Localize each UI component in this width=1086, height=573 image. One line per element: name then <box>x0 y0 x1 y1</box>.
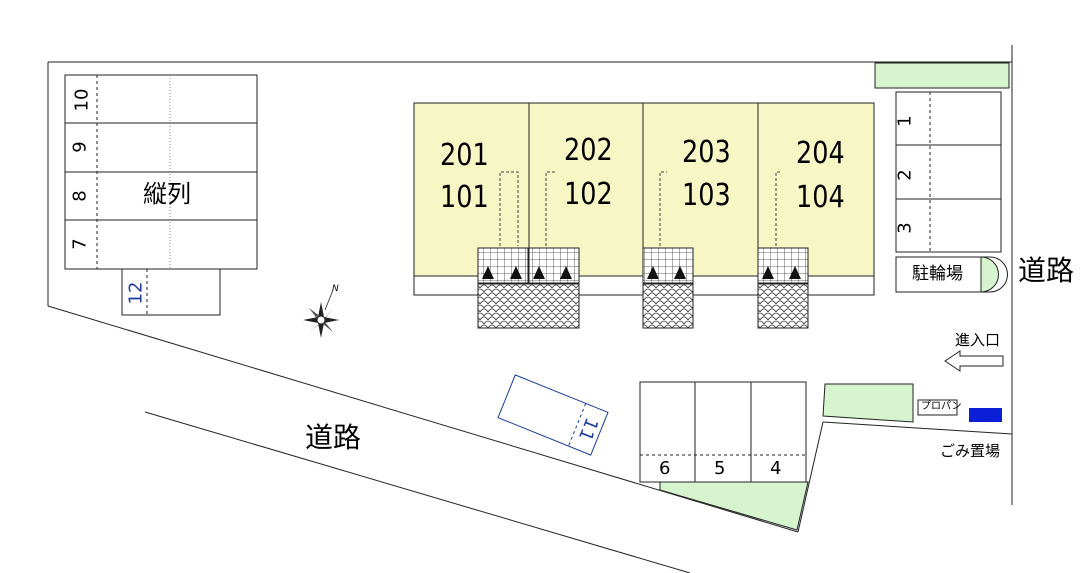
slot-10-label: 10 <box>71 88 93 112</box>
compass-icon <box>303 289 339 338</box>
angled-slot <box>497 374 609 456</box>
garbage-box <box>969 408 1002 422</box>
slot-7-label: 7 <box>69 238 91 250</box>
unit-101-label: 101 <box>440 180 489 215</box>
left-parking <box>64 74 258 316</box>
bicycle-parking-label: 駐輪場 <box>912 264 963 284</box>
green-areas <box>659 62 1010 531</box>
compass-north-label: N <box>332 284 339 294</box>
unit-202-label: 202 <box>564 133 613 168</box>
road-bottom-label: 道路 <box>305 421 362 454</box>
slot-5-label: 5 <box>714 458 726 479</box>
propane-label: プロパン <box>921 401 962 412</box>
unit-102-label: 102 <box>564 177 613 212</box>
entrance-label: 進入口 <box>955 331 1001 349</box>
propane-box <box>917 399 958 416</box>
bicycle-parking <box>895 256 1008 293</box>
entrance-markers <box>482 266 801 279</box>
unit-201-label: 201 <box>440 138 489 173</box>
unit-104-label: 104 <box>796 180 845 215</box>
right-parking <box>895 91 1002 253</box>
site-boundary <box>47 45 1013 573</box>
entrance-arrow <box>944 350 1004 372</box>
entrance-patches <box>477 247 809 329</box>
unit-103-label: 103 <box>682 178 731 213</box>
slot-12-label: 12 <box>125 281 147 305</box>
road-right-label: 道路 <box>1018 254 1075 287</box>
slot-4-label: 4 <box>770 458 782 479</box>
slot-2-label: 2 <box>894 169 916 181</box>
slot-9-label: 9 <box>69 141 91 153</box>
unit-203-label: 203 <box>682 135 731 170</box>
slot-8-label: 8 <box>69 190 91 202</box>
slot-6-label: 6 <box>659 458 671 479</box>
slot-1-label: 1 <box>894 115 916 127</box>
garbage-label: ごみ置場 <box>940 442 1001 460</box>
bottom-parking <box>639 381 807 483</box>
unit-204-label: 204 <box>796 136 845 171</box>
parallel-parking-label: 縦列 <box>143 180 191 208</box>
slot-3-label: 3 <box>894 222 916 234</box>
interior-dashed-lines <box>499 171 780 246</box>
